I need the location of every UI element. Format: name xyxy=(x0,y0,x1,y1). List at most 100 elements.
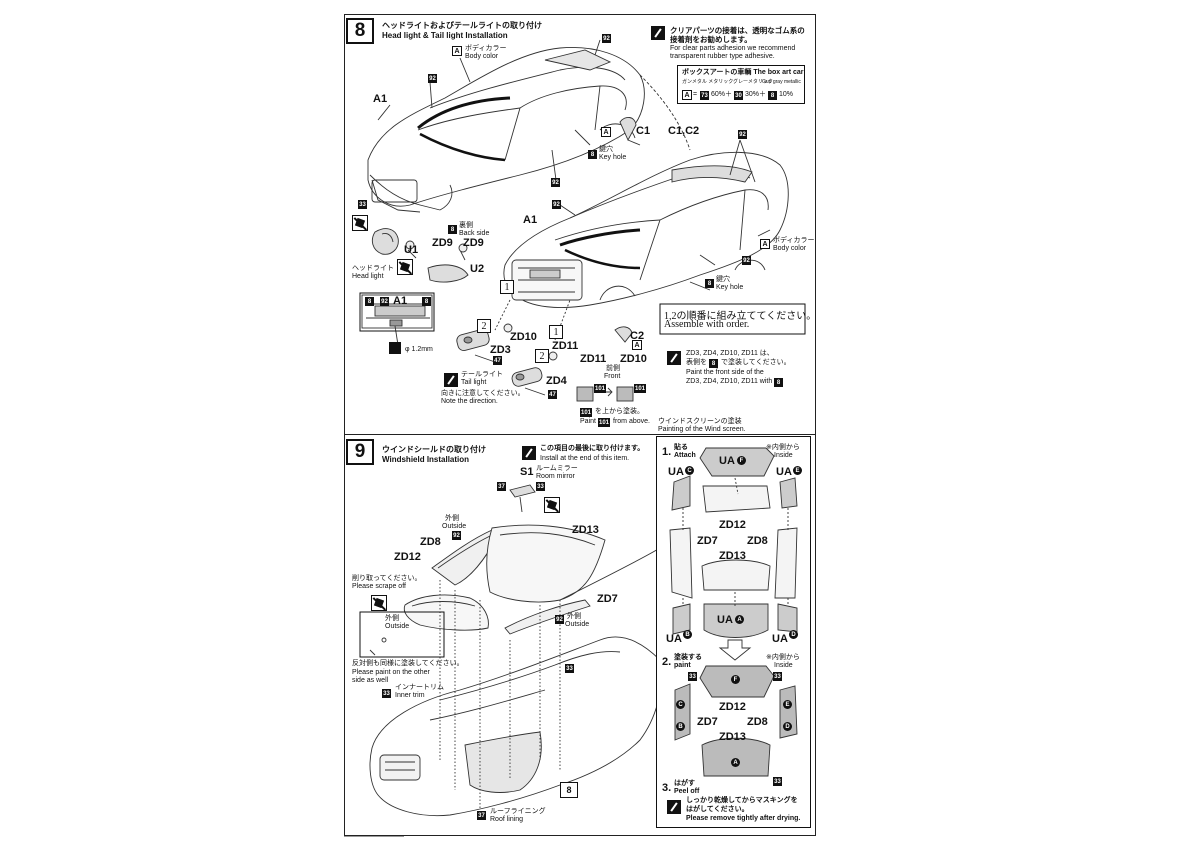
paint-note-2: 表側を xyxy=(686,359,707,366)
step-8-title-en: Head light & Tail light Installation xyxy=(382,31,508,40)
code-33: 33 xyxy=(358,200,367,209)
boxart-color-box: ボックスアートの車輌 The box art car ガンメタル メタリックグレ… xyxy=(677,65,805,104)
label-c1c2: C1,C2 xyxy=(668,125,700,137)
label-zd11: ZD11 xyxy=(552,340,579,352)
paint-other-en-1: Please paint on the other xyxy=(352,669,430,676)
code-101-b: 101 xyxy=(634,384,647,393)
ua-label-b: UA xyxy=(666,633,682,645)
label-a1-upper: A1 xyxy=(373,93,388,105)
no-glue-icon xyxy=(352,215,368,231)
code-37-a: 37 xyxy=(497,482,506,491)
boxart-title: ボックスアートの車輌 The box art car xyxy=(682,69,804,76)
clear-note-en-1: For clear parts adhesion we recommend xyxy=(670,45,796,52)
label-zd10: ZD10 xyxy=(510,331,537,343)
boxart-color-jp: ガンメタル メタリックグレーメタリック xyxy=(682,79,773,85)
backside-jp: 裏側 xyxy=(459,222,473,229)
dry-jp-1: しっかり乾燥してからマスキングを xyxy=(686,797,798,804)
ws-zd13: ZD13 xyxy=(719,550,746,562)
attach-jp: 貼る xyxy=(674,444,688,451)
body-color-jp: ボディカラー xyxy=(465,45,507,52)
keyhole-en: Key hole xyxy=(599,154,627,161)
step-9-title-jp: ウインドシールドの取り付け xyxy=(382,445,486,454)
label-c1: C1 xyxy=(636,125,651,137)
brush-icon-5 xyxy=(667,800,681,814)
clear-note-en-2: transparent rubber type adhesive. xyxy=(670,53,775,60)
taillight-jp: テールライト xyxy=(461,371,503,378)
paint-note-3: で塗装してください。 xyxy=(721,359,791,366)
code-33-a: 33 xyxy=(536,482,545,491)
ws-zd8: ZD8 xyxy=(747,535,768,547)
paint-en: paint xyxy=(674,662,691,669)
keyhole-jp-2: 鍵穴 xyxy=(716,276,730,283)
paint-note-5: ZD3, ZD4, ZD10, ZD11 with xyxy=(686,378,773,385)
mask-b: B xyxy=(683,630,692,639)
formula-equals: = xyxy=(693,91,698,98)
inner-trim-en: Inner trim xyxy=(395,692,425,699)
label-c2: C2 xyxy=(630,330,645,342)
section-divider xyxy=(344,434,816,435)
paint-above-en-1: Paint xyxy=(580,418,596,425)
code-92-e: 92 xyxy=(552,200,561,209)
label-zd3: ZD3 xyxy=(490,344,511,356)
no-glue-icon-2 xyxy=(397,259,413,275)
color-code-8: 8 xyxy=(768,91,777,100)
step-peel-num: 3. xyxy=(662,782,672,794)
code-92-d: 92 xyxy=(738,130,747,139)
label-u1: U1 xyxy=(404,244,419,256)
code-a-c1: A xyxy=(601,127,611,137)
code-33-b: 33 xyxy=(565,664,574,673)
code-8-keyhole: 8 xyxy=(588,150,597,159)
label-zd9-b: ZD9 xyxy=(463,237,484,249)
direction-jp: 向きに注意してください。 xyxy=(441,390,525,397)
direction-en: Note the direction. xyxy=(441,398,498,405)
code-92-h: 92 xyxy=(555,615,564,624)
ws-zd13-b: ZD13 xyxy=(719,731,746,743)
ws-zd12-b: ZD12 xyxy=(719,701,746,713)
code-92-inset: 92 xyxy=(380,297,389,306)
mask-a: A xyxy=(735,615,744,624)
taillight-en: Tail light xyxy=(461,379,487,386)
order-note-en: Assemble with order. xyxy=(664,319,750,330)
brush-icon-2 xyxy=(444,373,458,387)
inside2-jp: ※内側から xyxy=(766,654,800,661)
scrape-icon xyxy=(371,595,387,611)
dry-en: Please remove tightly after drying. xyxy=(686,815,801,822)
ua-label-e: UA xyxy=(776,466,792,478)
ws-title-en: Painting of the Wind screen. xyxy=(658,426,746,433)
body-color-en-2: Body color xyxy=(773,245,807,252)
ws-zd8-b: ZD8 xyxy=(747,716,768,728)
drill-size: φ 1.2mm xyxy=(405,346,433,353)
step-8-title-jp: ヘッドライトおよびテールライトの取り付け xyxy=(382,21,542,30)
mask-b-2: B xyxy=(676,722,685,731)
mirror-jp: ルームミラー xyxy=(536,465,578,472)
order-2-a: 2 xyxy=(477,319,491,333)
code-92-b: 92 xyxy=(428,74,437,83)
page-frame xyxy=(344,14,816,836)
color-pct-1: 60%＋ xyxy=(711,91,733,98)
code-92-f: 92 xyxy=(742,256,751,265)
drill-icon xyxy=(389,342,401,354)
color-pct-2: 30%＋ xyxy=(745,91,767,98)
code-a-color: A xyxy=(682,90,692,100)
outside-en-3: Outside xyxy=(565,621,590,628)
label-zd4: ZD4 xyxy=(546,375,567,387)
code-92-c: 92 xyxy=(551,178,560,187)
code-8-inset-l: 8 xyxy=(365,297,374,306)
order-1-b: 1 xyxy=(549,325,563,339)
code-47-a: 47 xyxy=(493,356,502,365)
mask-e: E xyxy=(793,466,802,475)
brush-icon-4 xyxy=(522,446,536,460)
step-paint-num: 2. xyxy=(662,656,672,668)
brush-icon xyxy=(651,26,665,40)
backside-en: Back side xyxy=(459,230,490,237)
label-zd11-b: ZD11 xyxy=(580,353,607,365)
order-note-jp: 1,2の順番に組み立ててください。 xyxy=(664,311,817,322)
install-last-jp: この項目の最後に取り付けます。 xyxy=(540,445,645,452)
no-glue-icon-3 xyxy=(544,497,560,513)
label-a1-inset: A1 xyxy=(393,295,408,307)
code-8-paint-2: 8 xyxy=(774,378,783,387)
